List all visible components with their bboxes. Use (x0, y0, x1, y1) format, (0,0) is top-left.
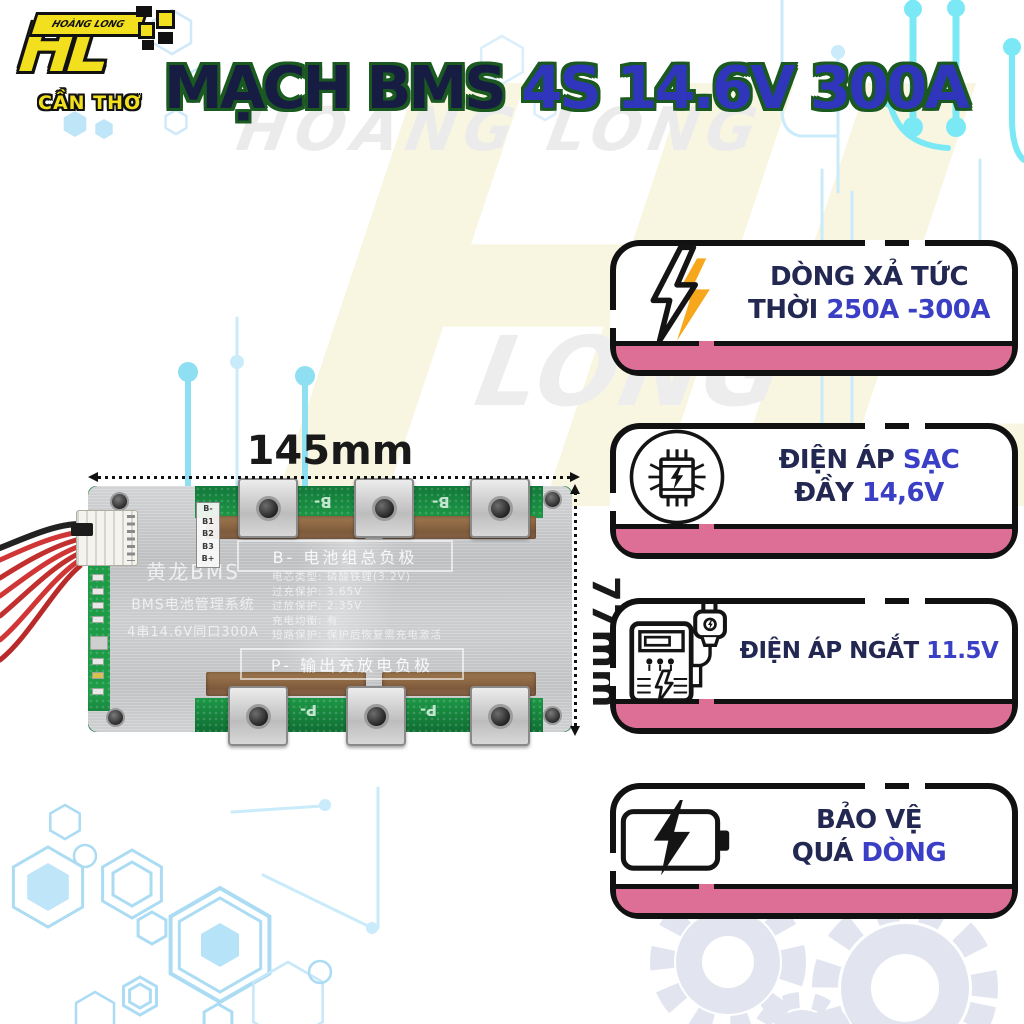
connector-pins (127, 515, 135, 561)
board-brand-line: 4串14.6V同口300A (127, 625, 259, 640)
arrow-left-icon (88, 472, 98, 482)
feature-card-discharge-current: DÒNG XẢ TỨC THỜI 250A -300A (610, 240, 1018, 376)
board-brand-line: BMS电池管理系统 (131, 597, 255, 613)
feature-line1: BẢO VỆ (816, 804, 922, 835)
corner-screw (543, 706, 562, 725)
logo-pixel-blocks-icon (136, 6, 186, 62)
screw-hole (255, 495, 281, 521)
width-dimension-label: 145mm (246, 428, 414, 474)
balance-connector (71, 510, 138, 566)
power-meter-plug-icon (629, 598, 727, 703)
screw-hole (363, 703, 389, 729)
spec-line: 充电均衡: 有 (272, 614, 339, 627)
screw-hole (487, 495, 513, 521)
feature-card-overcurrent-protection: BẢO VỆ QUÁ DÒNG (610, 783, 1018, 919)
etched-bottom-label: P- 输出充放电负极 (240, 648, 464, 680)
pin-label: B3 (202, 541, 214, 551)
pin-label: B1 (202, 516, 214, 526)
width-dimension-line (98, 476, 570, 479)
hexagon-pattern-icon (11, 8, 557, 1024)
card-accent-bar (616, 699, 1012, 728)
card-accent-bar (616, 884, 1012, 913)
card-accent-bar (616, 341, 1012, 370)
screw-terminal (238, 478, 298, 538)
lightning-bolt-icon (650, 244, 710, 343)
pin-label: B2 (202, 529, 214, 538)
title-part1: MẠCH BMS (164, 53, 522, 122)
terminal-label: P- (300, 701, 317, 719)
bms-board-photo: B- B- P- P- B- 电池组总负极 P- 输出充放电负极 黄龙BMS B… (71, 478, 572, 746)
card-accent-bar (616, 524, 1012, 553)
arrow-right-icon (570, 472, 580, 482)
feature-card-charge-voltage: ĐIỆN ÁP SẠC ĐẦY 14,6V (610, 423, 1018, 559)
feature-text: ĐIỆN ÁP SẠC ĐẦY 14,6V (778, 444, 960, 508)
corner-screw (543, 490, 562, 509)
pin-label: B- (203, 504, 213, 513)
terminal-label: B- (432, 493, 450, 511)
feature-line2: ĐẦY (794, 477, 862, 508)
spec-line: 过充保护: 3.65V (272, 585, 363, 598)
screw-terminal (470, 478, 530, 538)
spec-line: 短路保护: 保护后恢复需充电激活 (272, 629, 442, 641)
feature-card-cutoff-voltage: ĐIỆN ÁP NGẮT 11.5V (610, 598, 1018, 734)
charge-chip-icon (629, 429, 725, 524)
screw-terminal (470, 686, 530, 746)
feature-line1: DÒNG XẢ TỨC (769, 261, 969, 292)
feature-line1: ĐIỆN ÁP NGẮT (739, 638, 927, 664)
terminal-label: P- (420, 701, 437, 719)
corner-screw (106, 708, 125, 727)
spec-line: 电芯类型: 磷酸铁锂(3.2V) (272, 571, 411, 583)
title-part2: 4S 14.6V 300A (521, 53, 970, 122)
arrow-up-icon (570, 484, 580, 494)
feature-line2: THỜI (747, 294, 827, 325)
screw-terminal (228, 686, 288, 746)
connector-wire-cap (71, 523, 93, 536)
height-dimension-line (574, 494, 577, 726)
battery-bolt-icon (620, 799, 730, 875)
feature-line1: ĐIỆN ÁP (778, 444, 903, 475)
screw-hole (245, 703, 271, 729)
logo: HL HOÀNG LONG CẦN THƠ (16, 4, 202, 120)
screw-terminal (346, 686, 406, 746)
screw-hole (371, 495, 397, 521)
terminal-label: B- (314, 493, 332, 511)
spec-line: 过放保护: 2.35V (272, 600, 363, 612)
etched-top-label: B- 电池组总负极 (237, 540, 453, 572)
pin-label-sticker: B- B1 B2 B3 B+ (196, 502, 220, 568)
board-specs-text: 电芯类型: 磷酸铁锂(3.2V) 过充保护: 3.65V 过放保护: 2.35V… (272, 570, 442, 643)
logo-city: CẦN THƠ (38, 92, 142, 114)
logo-brand-banner: HOÀNG LONG (27, 12, 149, 37)
pin-label: B+ (201, 554, 215, 563)
board-brand-text: 黄龙BMS BMS电池管理系统 4串14.6V同口300A (118, 556, 268, 640)
feature-line2: QUÁ (791, 837, 862, 868)
corner-screw (110, 492, 129, 511)
screw-terminal (354, 478, 414, 538)
board-brand-line: 黄龙BMS (146, 560, 240, 584)
page-title: MẠCH BMS 4S 14.6V 300A (164, 54, 1022, 122)
feature-text: ĐIỆN ÁP NGẮT 11.5V (739, 638, 999, 664)
feature-text: DÒNG XẢ TỨC THỜI 250A -300A (747, 261, 991, 325)
feature-text: BẢO VỆ QUÁ DÒNG (791, 804, 947, 868)
arrow-down-icon (570, 726, 580, 736)
screw-hole (487, 703, 513, 729)
